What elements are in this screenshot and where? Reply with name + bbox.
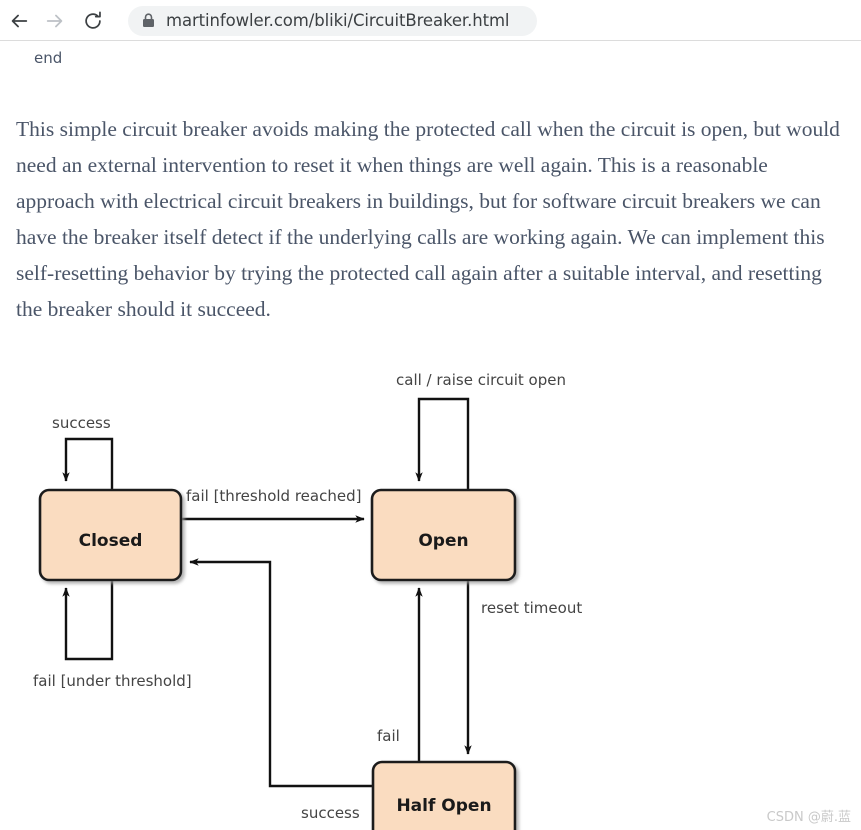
circuit-breaker-state-diagram: Closed Open Half Open success fail [unde… xyxy=(0,281,861,830)
edge-label-half-to-closed: success xyxy=(301,804,360,822)
reload-button[interactable] xyxy=(78,6,108,36)
state-label-open: Open xyxy=(418,531,468,551)
state-box-open[interactable] xyxy=(370,488,517,582)
article-paragraph: This simple circuit breaker avoids makin… xyxy=(16,116,840,321)
address-bar[interactable]: martinfowler.com/bliki/CircuitBreaker.ht… xyxy=(128,5,537,36)
toolbar-divider xyxy=(0,40,861,41)
edge-open-self xyxy=(415,397,470,490)
edge-label-closed-success: success xyxy=(52,414,111,432)
edge-label-open-to-half: reset timeout xyxy=(481,599,582,617)
edge-label-closed-to-open: fail [threshold reached] xyxy=(186,487,361,505)
state-node-closed[interactable]: Closed xyxy=(38,488,183,582)
diagram-states: Closed Open Half Open xyxy=(38,488,517,830)
back-button[interactable] xyxy=(4,6,34,36)
edge-label-open-self: call / raise circuit open xyxy=(396,371,566,389)
browser-toolbar: martinfowler.com/bliki/CircuitBreaker.ht… xyxy=(0,0,861,41)
state-label-closed: Closed xyxy=(79,531,143,551)
edge-label-closed-fail-under: fail [under threshold] xyxy=(33,672,192,690)
address-bar-url: martinfowler.com/bliki/CircuitBreaker.ht… xyxy=(166,11,510,30)
arrow-right-icon xyxy=(46,14,63,27)
state-node-half-open[interactable]: Half Open xyxy=(371,760,517,830)
edge-label-half-to-open: fail xyxy=(377,727,400,745)
page-viewport: end This simple circuit breaker avoids m… xyxy=(0,41,861,830)
edge-closed-fail-under xyxy=(62,580,114,661)
code-fragment-end: end xyxy=(34,49,63,67)
state-node-open[interactable]: Open xyxy=(370,488,517,582)
csdn-watermark: CSDN @蔚.蓝 xyxy=(766,810,851,825)
diagram-edge-labels: success fail [under threshold] fail [thr… xyxy=(33,371,582,822)
diagram-edges xyxy=(62,397,472,788)
state-label-half-open: Half Open xyxy=(396,796,491,816)
arrow-left-icon xyxy=(11,14,28,27)
state-box-half-open[interactable] xyxy=(371,760,517,830)
forward-button xyxy=(40,6,70,36)
lock-icon xyxy=(142,13,155,28)
state-box-closed[interactable] xyxy=(38,488,183,582)
edge-closed-success xyxy=(62,437,114,490)
edge-half-to-closed xyxy=(189,558,373,788)
reload-icon xyxy=(85,11,101,29)
state-diagram-svg: Closed Open Half Open success fail [unde… xyxy=(33,371,582,830)
